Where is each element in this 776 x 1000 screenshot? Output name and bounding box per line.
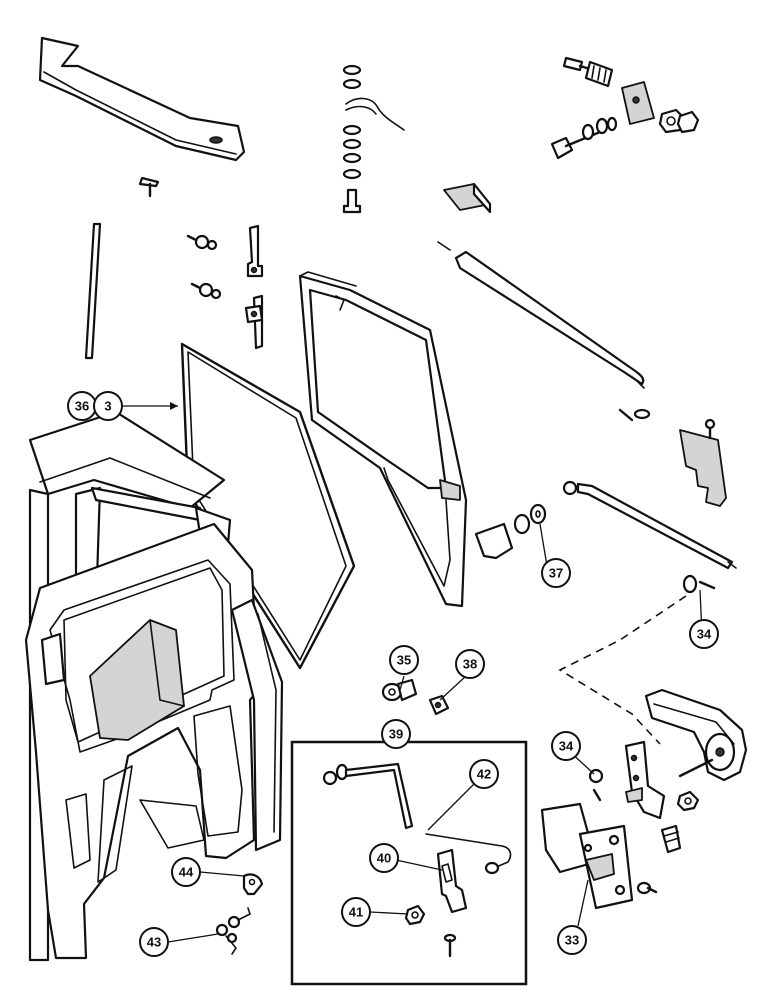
latch-rod-42 [322, 762, 512, 875]
callout-3: 3 [93, 391, 123, 421]
callout-34-lower-label: 34 [559, 739, 574, 754]
stud-bolt-right [660, 824, 682, 854]
callout-38-label: 38 [463, 657, 477, 672]
callout-40-label: 40 [377, 851, 391, 866]
callout-36-label: 36 [75, 399, 89, 414]
hinge-upper [246, 224, 264, 278]
callout-3-label: 3 [104, 399, 111, 414]
rod-clip-pin [618, 408, 651, 422]
callout-42-label: 42 [477, 767, 491, 782]
door-frame [298, 271, 468, 608]
fitting-35 [381, 678, 418, 702]
washer-34b [588, 768, 604, 802]
callout-41: 41 [341, 897, 371, 927]
callout-37: 37 [541, 558, 571, 588]
latch-plate [621, 81, 655, 125]
hex-nut-right [676, 790, 700, 812]
latch-rod-long [562, 480, 737, 570]
hinge-bolt-lower [190, 282, 222, 300]
callout-35: 35 [389, 645, 419, 675]
outer-door-handle [644, 688, 748, 782]
callout-44-label: 44 [179, 865, 194, 880]
grab-handle [38, 36, 246, 162]
screw-inset [443, 933, 457, 958]
callout-36: 36 [67, 391, 97, 421]
keys-43 [215, 907, 251, 955]
latch-bolt-assembly [562, 56, 614, 88]
callout-34-upper: 34 [689, 619, 719, 649]
washer-and-pin [682, 574, 716, 594]
latch-kit-inset-box [290, 740, 528, 986]
door-stop-bracket [443, 182, 492, 214]
handle-knob [474, 503, 547, 560]
callout-42: 42 [469, 759, 499, 789]
nut-38 [428, 694, 450, 716]
callout-35-label: 35 [397, 653, 411, 668]
callout-44: 44 [171, 857, 201, 887]
nut-41 [404, 904, 426, 926]
small-screw-lock [636, 881, 658, 895]
callout-34-lower: 34 [551, 731, 581, 761]
callout-40: 40 [369, 843, 399, 873]
rod-connection-dashed-line [558, 595, 687, 745]
lock-latch-assembly [540, 802, 634, 910]
washer-stack [342, 64, 405, 214]
callout-39: 39 [381, 719, 411, 749]
callout-43: 43 [139, 927, 169, 957]
mounting-bracket-right [679, 418, 727, 507]
callout-39-label: 39 [389, 727, 403, 742]
vertical-rod [84, 222, 102, 360]
hinge-lower [244, 294, 264, 350]
bracket-40 [436, 848, 468, 914]
key-44 [242, 873, 264, 896]
callout-34-upper-label: 34 [697, 627, 712, 642]
handle-screw [138, 176, 160, 198]
latch-nuts [658, 108, 700, 134]
bolt-with-washers [550, 116, 618, 160]
callout-38: 38 [455, 649, 485, 679]
hinge-bolt-upper [186, 234, 218, 251]
callout-41-label: 41 [349, 905, 363, 920]
callout-33-label: 33 [565, 933, 579, 948]
callout-43-label: 43 [147, 935, 161, 950]
door-hold-open-rod [437, 241, 645, 389]
callout-37-label: 37 [549, 566, 563, 581]
handle-mount-plate [624, 740, 666, 820]
callout-33: 33 [557, 925, 587, 955]
